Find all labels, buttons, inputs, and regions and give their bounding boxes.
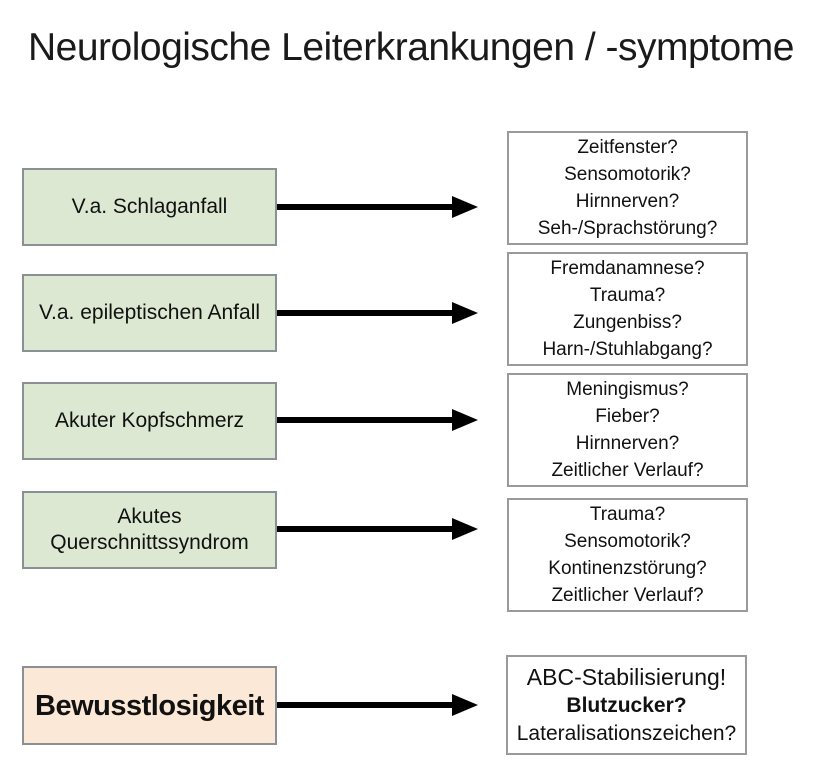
question-line: Sensomotorik?	[564, 164, 691, 185]
arrow-head-icon	[452, 694, 478, 716]
condition-box-kopfschmerz: Akuter Kopfschmerz	[22, 382, 277, 460]
condition-box-schlaganfall: V.a. Schlaganfall	[22, 168, 277, 246]
question-line: Zeitlicher Verlauf?	[551, 460, 704, 481]
condition-label: Bewusstlosigkeit	[35, 689, 264, 722]
question-line: Zeitfenster?	[577, 137, 678, 158]
condition-label: Akutes Querschnittssyndrom	[50, 505, 249, 554]
question-line: Trauma?	[589, 285, 666, 306]
question-line: Zungenbiss?	[573, 312, 682, 333]
arrow-row-4	[277, 518, 478, 540]
question-box-bewusstlosigkeit: ABC-Stabilisierung! Blutzucker? Laterali…	[506, 655, 747, 755]
question-line: Sensomotorik?	[564, 531, 691, 552]
arrow-row-2	[277, 302, 478, 324]
page-title: Neurologische Leiterkrankungen / -sympto…	[28, 26, 794, 69]
question-line: ABC-Stabilisierung!	[526, 664, 727, 690]
question-line: Fieber?	[595, 406, 660, 427]
condition-box-bewusstlosigkeit: Bewusstlosigkeit	[22, 666, 277, 745]
arrow-head-icon	[452, 302, 478, 324]
arrow-shaft	[277, 310, 454, 316]
question-line: Meningismus?	[566, 379, 689, 400]
question-line: Hirnnerven?	[575, 433, 680, 454]
condition-label: V.a. Schlaganfall	[71, 195, 228, 218]
arrow-head-icon	[452, 409, 478, 431]
arrow-shaft	[277, 204, 454, 210]
question-line: Fremdanamnese?	[550, 258, 705, 279]
question-line: Kontinenzstörung?	[548, 558, 707, 579]
arrow-row-5	[277, 694, 478, 716]
question-box-kopfschmerz: Meningismus? Fieber? Hirnnerven? Zeitlic…	[507, 373, 748, 487]
arrow-shaft	[277, 702, 454, 708]
question-line: Seh-/Sprachstörung?	[537, 218, 718, 239]
arrow-row-1	[277, 196, 478, 218]
question-line: Blutzucker?	[566, 694, 687, 717]
question-line: Lateralisationszeichen?	[516, 722, 737, 745]
question-line: Zeitlicher Verlauf?	[551, 585, 704, 606]
condition-box-querschnittssyndrom: Akutes Querschnittssyndrom	[22, 491, 277, 569]
arrow-shaft	[277, 417, 454, 423]
condition-label: V.a. epileptischen Anfall	[38, 301, 261, 324]
question-line: Harn-/Stuhlabgang?	[542, 339, 713, 360]
question-box-epileptischer-anfall: Fremdanamnese? Trauma? Zungenbiss? Harn-…	[507, 252, 748, 366]
condition-label: Akuter Kopfschmerz	[54, 409, 245, 432]
arrow-head-icon	[452, 196, 478, 218]
question-line: Hirnnerven?	[575, 191, 680, 212]
question-line: Trauma?	[589, 504, 666, 525]
arrow-shaft	[277, 526, 454, 532]
arrow-row-3	[277, 409, 478, 431]
arrow-head-icon	[452, 518, 478, 540]
question-box-querschnittssyndrom: Trauma? Sensomotorik? Kontinenzstörung? …	[507, 498, 748, 612]
condition-box-epileptischer-anfall: V.a. epileptischen Anfall	[22, 274, 277, 352]
question-box-schlaganfall: Zeitfenster? Sensomotorik? Hirnnerven? S…	[507, 131, 748, 245]
